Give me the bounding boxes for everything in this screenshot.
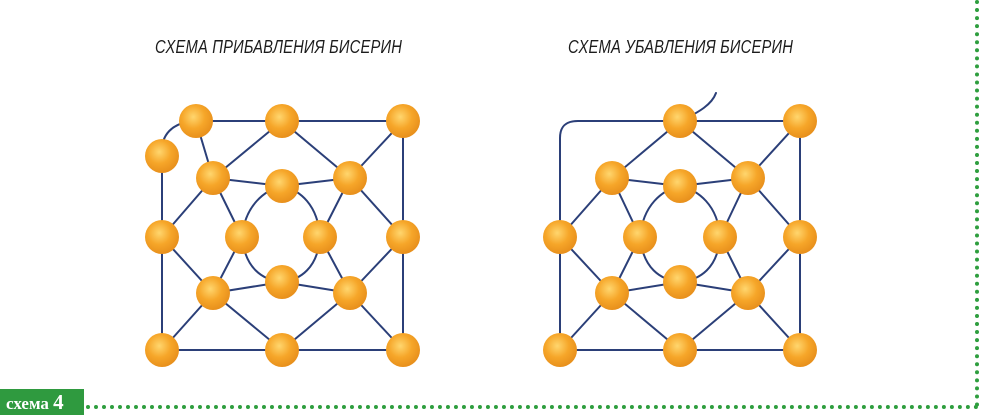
bead: [386, 104, 420, 138]
bead: [196, 276, 230, 310]
bead: [731, 161, 765, 195]
bead: [196, 161, 230, 195]
bead: [225, 220, 259, 254]
bead: [783, 333, 817, 367]
bead: [179, 104, 213, 138]
bead: [265, 169, 299, 203]
right-diagram-title: СХЕМА УБАВЛЕНИЯ БИСЕРИН: [568, 37, 794, 57]
bead: [731, 276, 765, 310]
bead: [386, 220, 420, 254]
bead: [265, 104, 299, 138]
bead: [333, 161, 367, 195]
bead: [783, 104, 817, 138]
scheme-label-number: 4: [53, 390, 64, 414]
bead: [386, 333, 420, 367]
bead: [623, 220, 657, 254]
right-scheme-beads: [543, 104, 817, 367]
bead: [543, 220, 577, 254]
bead: [145, 220, 179, 254]
bead: [663, 333, 697, 367]
scheme-label-word: схема: [6, 394, 49, 413]
left-scheme-beads: [145, 104, 420, 367]
left-diagram-title: СХЕМА ПРИБАВЛЕНИЯ БИСЕРИН: [155, 37, 403, 57]
bead: [333, 276, 367, 310]
bead: [663, 104, 697, 138]
bead: [265, 333, 299, 367]
bead: [543, 333, 577, 367]
bead: [145, 139, 179, 173]
dotted-border-right: [975, 0, 979, 407]
scheme-label: схема 4: [0, 389, 84, 415]
bead: [145, 333, 179, 367]
bead: [703, 220, 737, 254]
left-scheme-threads: [160, 120, 404, 351]
bead: [265, 265, 299, 299]
dotted-border-bottom: [86, 405, 979, 409]
bead: [595, 276, 629, 310]
bead: [783, 220, 817, 254]
bead: [663, 169, 697, 203]
bead: [303, 220, 337, 254]
bead: [595, 161, 629, 195]
bead: [663, 265, 697, 299]
